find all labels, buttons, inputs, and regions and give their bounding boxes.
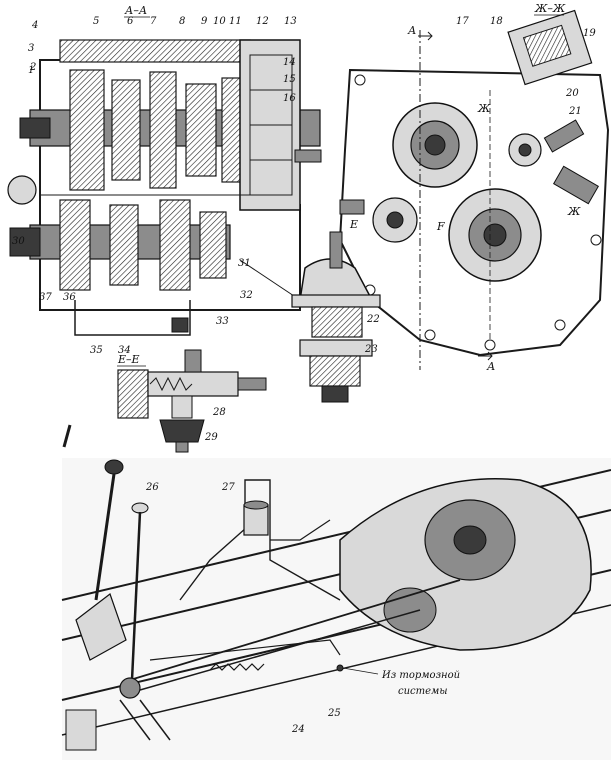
section-title-ee: Е–Е bbox=[117, 353, 140, 366]
callout-19: 19 bbox=[583, 28, 596, 39]
callout-17: 17 bbox=[456, 16, 469, 27]
callout-37: 37 bbox=[39, 292, 52, 303]
brake-chamber-assembly bbox=[291, 231, 381, 403]
callout-3: 3 bbox=[28, 43, 34, 54]
callout-labels: 1 2 3 4 5 6 7 8 9 10 11 12 13 14 15 16 1… bbox=[12, 16, 596, 735]
callout-9: 9 bbox=[201, 16, 208, 27]
marker-a-bottom: А bbox=[486, 360, 495, 373]
callout-29: 29 bbox=[204, 432, 218, 443]
note-line-2: системы bbox=[398, 686, 447, 697]
callout-28: 28 bbox=[212, 407, 226, 418]
callout-13: 13 bbox=[284, 16, 297, 27]
callout-4: 4 bbox=[31, 20, 38, 31]
section-title-zhzh: Ж–Ж bbox=[534, 2, 566, 15]
callout-32: 32 bbox=[240, 290, 253, 301]
callout-24: 24 bbox=[291, 724, 305, 735]
callout-2: 2 bbox=[29, 62, 36, 73]
callout-20: 20 bbox=[565, 88, 579, 99]
marker-zh-2: Ж bbox=[567, 205, 581, 218]
callout-27: 27 bbox=[221, 482, 235, 493]
callout-8: 8 bbox=[179, 16, 185, 27]
callout-30: 30 bbox=[12, 236, 25, 247]
callout-7: 7 bbox=[150, 16, 157, 27]
callout-23: 23 bbox=[364, 344, 378, 355]
marker-zh-1: Ж bbox=[477, 102, 491, 115]
callout-34: 34 bbox=[118, 345, 131, 356]
valve-section-ee bbox=[117, 349, 267, 453]
callout-18: 18 bbox=[490, 16, 503, 27]
callout-35: 35 bbox=[90, 345, 103, 356]
callout-10: 10 bbox=[213, 16, 226, 27]
callout-14: 14 bbox=[283, 57, 296, 68]
section-title-aa: А–А bbox=[124, 4, 147, 17]
callout-15: 15 bbox=[283, 74, 296, 85]
callout-31: 31 bbox=[238, 258, 251, 269]
gearbox-front-view bbox=[338, 9, 610, 370]
callout-16: 16 bbox=[283, 93, 296, 104]
callout-22: 22 bbox=[366, 314, 380, 325]
callout-1: 1 bbox=[28, 65, 34, 76]
callout-6: 6 bbox=[127, 16, 134, 27]
callout-12: 12 bbox=[256, 16, 269, 27]
callout-11: 11 bbox=[229, 16, 242, 27]
callout-25: 25 bbox=[327, 708, 341, 719]
installation-perspective-view bbox=[61, 458, 611, 760]
marker-a-top: А bbox=[407, 24, 416, 37]
callout-33: 33 bbox=[216, 316, 229, 327]
marker-e-left: Е bbox=[349, 218, 358, 231]
note-line-1: Из тормозной bbox=[381, 670, 460, 681]
callout-21: 21 bbox=[568, 106, 582, 117]
gearbox-section-aa bbox=[7, 39, 322, 336]
callout-36: 36 bbox=[63, 292, 76, 303]
marker-f-right: F bbox=[436, 220, 445, 233]
callout-26: 26 bbox=[145, 482, 159, 493]
callout-5: 5 bbox=[93, 16, 99, 27]
